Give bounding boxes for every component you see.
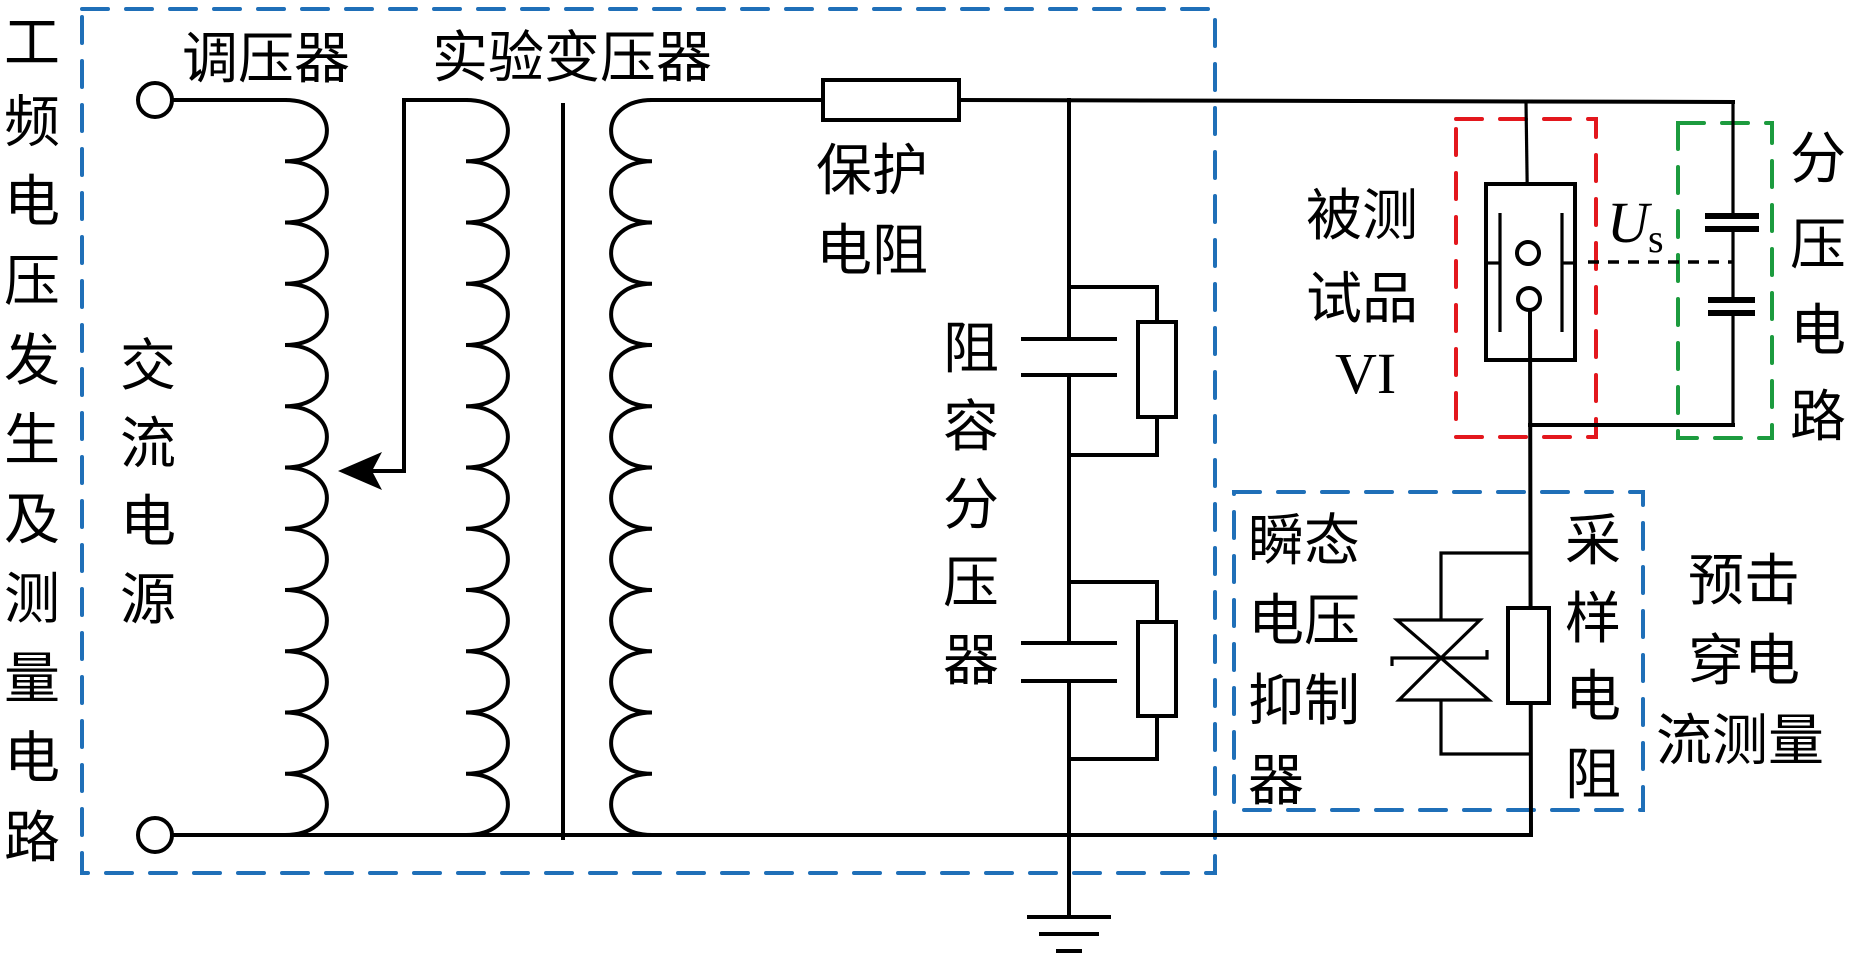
rc-divider-label-char: 分 [943,473,999,538]
vi-bottom-wire [1527,307,1534,838]
ac-source-label-char: 电 [120,490,176,555]
power-frequency-circuit-label-char: 生 [4,409,60,474]
dut-label-vi: VI [1335,341,1396,406]
divider-circuit-label-char: 分 [1790,127,1846,192]
divider-circuit-label-char: 电 [1790,299,1846,364]
prebreakdown-label-line3: 流测量 [1656,709,1824,774]
hv-bus-wire [956,97,1736,105]
power-frequency-circuit-label-char: 路 [4,806,60,871]
sampling-resistor-label-char: 采 [1565,509,1621,574]
power-frequency-circuit-label-char: 电 [4,727,60,792]
dut-label-line2: 试品 [1306,267,1418,332]
rc-lower-resistor-branch [1067,580,1159,761]
regulator-wiper-wire [370,98,468,473]
regulator-coil [282,97,329,838]
ground-icon [1027,915,1111,953]
tvs-suppressor-label-line: 抑制 [1248,669,1360,734]
protective-resistor-label-line1: 保护 [816,139,928,204]
prebreakdown-label-line1: 预击 [1688,549,1800,614]
sampling-resistor-label-char: 电 [1565,665,1621,730]
vi-contact-upper [1515,240,1541,266]
transformer-secondary-coil [609,97,655,838]
prebreakdown-label-line2: 穿电 [1688,629,1800,694]
sampling-resistor-label-char: 阻 [1565,743,1621,808]
rc-divider-label-char: 压 [943,551,999,616]
divider-circuit-label-char: 路 [1790,385,1846,450]
generation-measurement-region [80,7,1217,875]
power-frequency-circuit-label-char: 电 [4,170,60,235]
input-terminal-bottom [136,816,174,854]
power-frequency-circuit-label-char: 量 [4,647,60,712]
voltage-us-subscript: s [1648,216,1664,261]
power-frequency-circuit-label-char: 工 [4,11,60,76]
protective-resistor-label-line2: 电阻 [816,219,928,284]
current-measurement-region [1232,490,1645,812]
regulator-label: 调压器 [182,27,350,92]
rc-divider-label-char: 容 [943,395,999,460]
sampling-resistor-label-char: 样 [1565,587,1621,652]
tvs-branch-wire [1439,551,1531,756]
transformer-primary-coil [463,97,510,838]
divider-circuit-region [1676,121,1774,440]
dut-label-line1: 被测 [1306,184,1418,249]
rc-upper-resistor [1136,320,1178,419]
tvs-diode-icon [1390,618,1494,702]
power-frequency-circuit-label-char: 及 [4,488,60,553]
power-frequency-circuit-label-char: 压 [4,250,60,315]
ac-source-label-char: 流 [120,412,176,477]
input-terminal-top [136,81,174,119]
voltage-us-symbol: U [1607,190,1653,255]
rc-divider-label-char: 器 [943,629,999,694]
tvs-suppressor-label-line: 瞬态 [1248,509,1360,574]
rc-lower-resistor [1136,620,1178,718]
vi-contact-lower [1516,286,1542,312]
divider-circuit-label-char: 压 [1790,213,1846,278]
protective-resistor [821,78,961,122]
rc-divider-label-char: 阻 [943,317,999,382]
sampling-resistor [1506,606,1551,705]
tvs-suppressor-label-line: 电压 [1248,589,1360,654]
ac-source-label-char: 交 [120,334,176,399]
ac-source-label-char: 源 [120,568,176,633]
tvs-suppressor-label-line: 器 [1248,749,1304,814]
rc-upper-resistor-branch [1067,285,1159,457]
power-frequency-circuit-label-char: 测 [4,568,60,633]
wiper-arrow-icon [338,452,382,490]
power-frequency-circuit-label-char: 发 [4,329,60,394]
power-frequency-circuit-label-char: 频 [4,91,60,156]
test-transformer-label: 实验变压器 [432,26,712,91]
